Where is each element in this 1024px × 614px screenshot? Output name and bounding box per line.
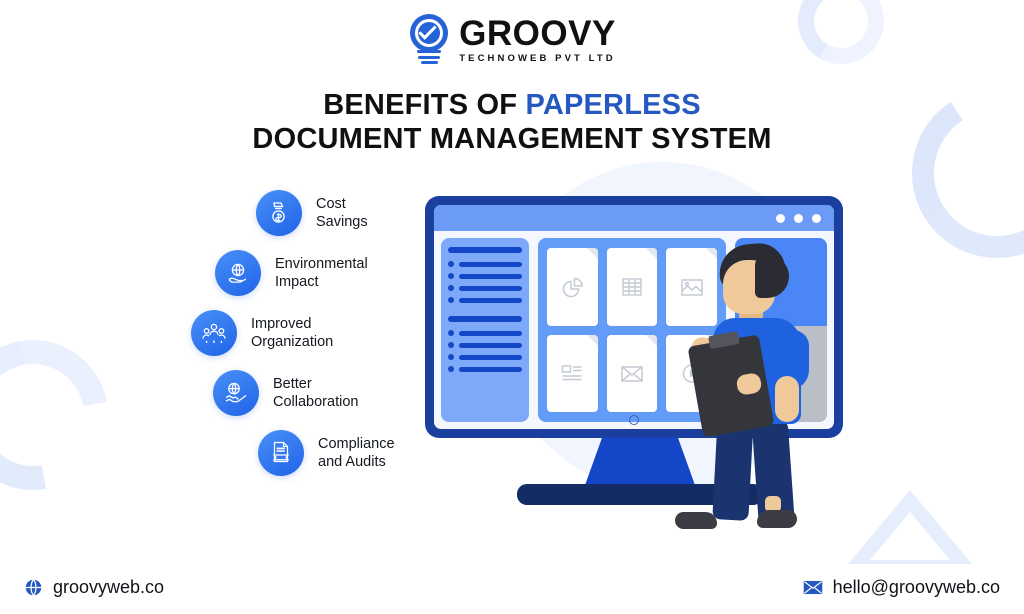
globe-icon: [24, 578, 43, 597]
sidebar-list-item: [448, 342, 522, 348]
window-dot: [776, 213, 785, 223]
money-bag-icon: [256, 190, 302, 236]
person-with-clipboard: [675, 241, 813, 536]
pie-chart-doc-icon: [547, 248, 598, 326]
window-dot: [812, 213, 821, 223]
sidebar-list-item: [448, 297, 522, 303]
benefit-item-improved-organization: Improved Organization: [191, 310, 420, 356]
sidebar-group-header: [448, 247, 522, 253]
person-shoe: [757, 510, 797, 528]
page-title: BENEFITS OF PAPERLESS DOCUMENT MANAGEMEN…: [0, 88, 1024, 156]
benefit-label: Cost Savings: [316, 196, 368, 230]
window-dot: [794, 213, 803, 223]
headline-line2: DOCUMENT MANAGEMENT SYSTEM: [252, 123, 772, 155]
monitor-stand-neck: [584, 438, 696, 488]
headline-line1-prefix: BENEFITS OF: [323, 89, 526, 121]
benefit-item-compliance-and-audits: Compliance and Audits: [258, 430, 420, 476]
brand-tagline: TECHNOWEB PVT LTD: [459, 53, 616, 65]
footer-email-text: hello@groovyweb.co: [832, 577, 1000, 597]
sidebar-group-header: [448, 316, 522, 322]
benefit-item-environmental-impact: Environmental Impact: [215, 250, 420, 296]
benefit-label: Compliance and Audits: [318, 436, 395, 470]
audit-document-icon: [258, 430, 304, 476]
footer-website[interactable]: groovyweb.co: [24, 577, 164, 598]
benefit-item-cost-savings: Cost Savings: [256, 190, 420, 236]
brand-logo: GROOVY TECHNOWEB PVT LTD: [0, 14, 1024, 66]
handshake-globe-icon: [213, 370, 259, 416]
sidebar-list-item: [448, 366, 522, 372]
paperless-dms-monitor-illustration: [425, 196, 855, 541]
benefit-item-better-collaboration: Better Collaboration: [213, 370, 420, 416]
footer-website-text: groovyweb.co: [53, 577, 165, 597]
sidebar-list-item: [448, 273, 522, 279]
envelope-icon: [803, 580, 823, 595]
sidebar-list-item: [448, 285, 522, 291]
lightbulb-check-icon: [408, 14, 450, 66]
sidebar-list-item: [448, 261, 522, 267]
brand-name: GROOVY: [459, 14, 616, 54]
benefit-label: Improved Organization: [251, 316, 334, 350]
footer-email[interactable]: hello@groovyweb.co: [803, 577, 1000, 598]
sidebar-list-item: [448, 354, 522, 360]
email-doc-icon: [606, 334, 658, 412]
spreadsheet-doc-icon: [606, 248, 658, 326]
decor-triangle-bottom-right: [848, 490, 972, 564]
hand-globe-icon: [215, 250, 261, 296]
headline-highlight: PAPERLESS: [525, 89, 701, 121]
window-titlebar: [434, 205, 834, 231]
monitor-camera-dot: [629, 415, 639, 425]
benefit-label: Environmental Impact: [275, 256, 368, 290]
screen-sidebar: [441, 238, 529, 422]
person-shoe: [675, 512, 717, 529]
article-doc-icon: [547, 334, 598, 412]
sidebar-list-item: [448, 330, 522, 336]
benefits-list: Cost Savings Environmental Impact Improv…: [0, 190, 420, 490]
team-people-icon: [191, 310, 237, 356]
benefit-label: Better Collaboration: [273, 376, 359, 410]
